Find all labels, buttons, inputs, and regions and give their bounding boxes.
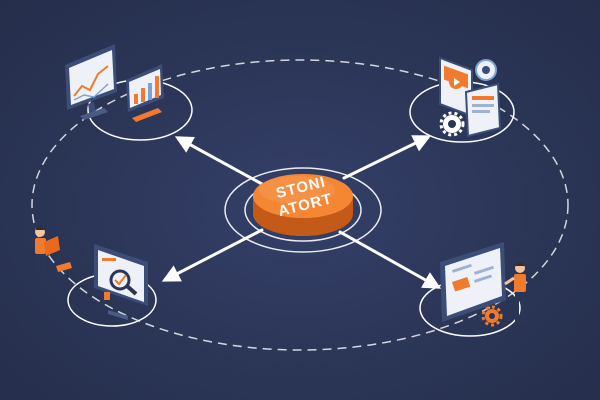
media-settings-node	[439, 56, 502, 138]
line-chart-monitor-icon	[65, 44, 117, 120]
person-icon	[504, 262, 526, 322]
data-inspection-node	[94, 244, 148, 320]
arrow-to-analytics	[174, 136, 264, 186]
analytics-dashboard-node	[65, 44, 164, 122]
dashed-orbit	[31, 59, 569, 351]
person-presenting	[504, 262, 526, 322]
presenter-board-icon	[440, 242, 506, 322]
presentation-board-node	[440, 242, 506, 327]
person-icon	[35, 226, 72, 272]
person-with-laptop	[35, 226, 72, 272]
play-gear-document-icon	[439, 56, 502, 138]
bar-chart-monitor-icon	[126, 64, 164, 122]
central-hub-button: STONI ATORT	[253, 173, 353, 236]
arrow-to-media	[342, 135, 432, 180]
gear-icon	[439, 111, 465, 137]
arrow-to-presentation	[338, 230, 442, 289]
gear-icon	[481, 305, 503, 327]
magnifier-chart-monitor-icon	[94, 244, 148, 320]
arrow-to-inspection	[161, 228, 264, 282]
